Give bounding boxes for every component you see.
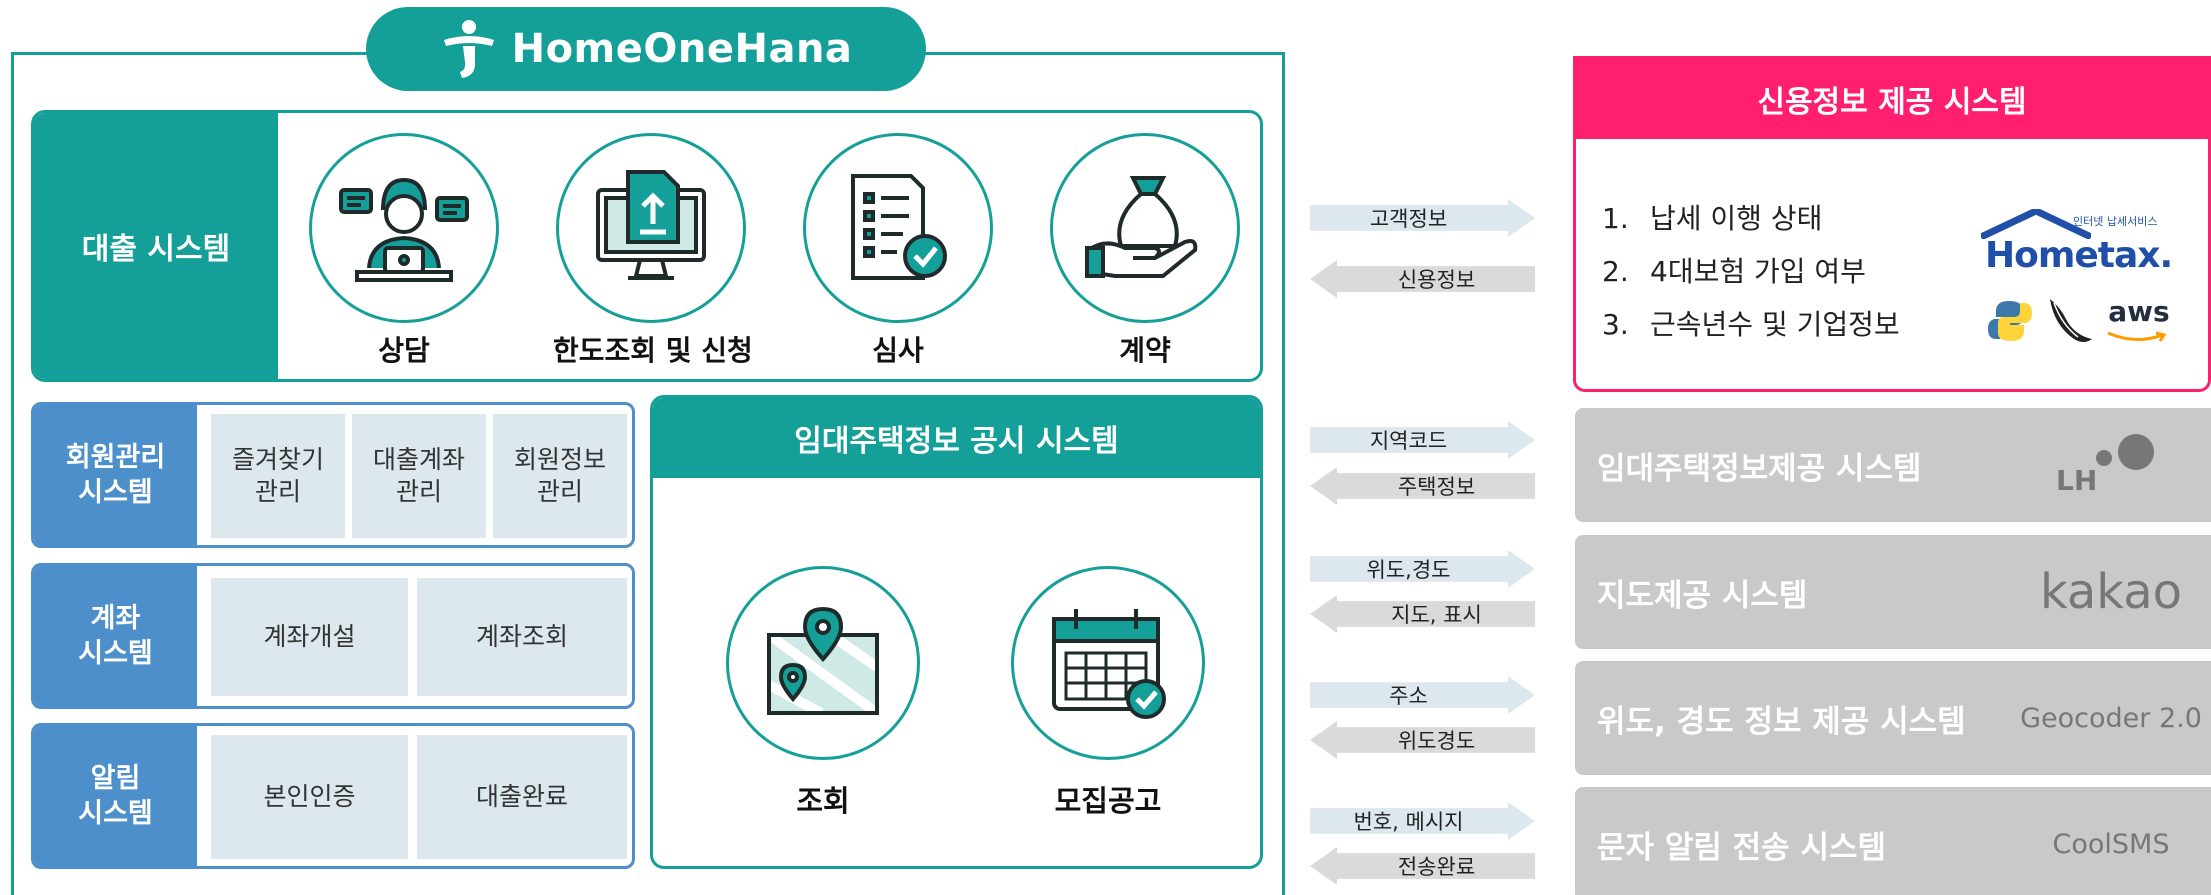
step-contract: 계약 — [1047, 133, 1243, 369]
credit-item-2: 2.4대보험 가입 여부 — [1602, 255, 1866, 288]
sms-system-title: 문자 알림 전송 시스템 — [1597, 829, 1887, 866]
map-pin-icon — [766, 606, 880, 718]
housing-info-system-title: 임대주택정보제공 시스템 — [1597, 450, 1922, 487]
loan-system-title: 대출 시스템 — [34, 113, 278, 379]
alert-system-panel: 알림 시스템 본인인증 대출완료 — [31, 723, 635, 869]
loan-system-panel: 대출 시스템 상담 — [31, 110, 1263, 382]
flow-in-coordinates: 위도경도 — [1310, 721, 1535, 759]
account-system-title: 계좌 시스템 — [34, 566, 197, 706]
flow-out-region-code: 지역코드 — [1310, 421, 1535, 459]
rental-notice-title: 임대주택정보 공시 시스템 — [653, 398, 1260, 478]
member-system-panel: 회원관리 시스템 즐겨찾기 관리 대출계좌 관리 회원정보 관리 — [31, 402, 635, 548]
map-provider-system-title: 지도제공 시스템 — [1597, 577, 1808, 614]
step-review-label: 심사 — [872, 334, 924, 367]
flow-out-lat-lng: 위도,경도 — [1310, 550, 1535, 588]
consultant-icon — [339, 177, 469, 282]
account-system-panel: 계좌 시스템 계좌개설 계좌조회 — [31, 563, 635, 709]
lh-logo: LH — [2011, 408, 2211, 522]
flow-out-customer-info: 고객정보 — [1310, 199, 1535, 237]
step-consult: 상담 — [306, 133, 502, 369]
geocoder-logo: Geocoder 2.0 — [2020, 702, 2202, 734]
rental-notice-panel: 임대주택정보 공시 시스템 조회 — [650, 395, 1263, 869]
member-info-cell: 회원정보 관리 — [493, 414, 627, 538]
step-contract-label: 계약 — [1119, 334, 1171, 367]
coolsms-logo: CoolSMS — [2052, 828, 2170, 860]
account-open-cell: 계좌개설 — [211, 578, 408, 696]
kakao-logo: kakao — [2039, 564, 2183, 620]
step-limit-apply-label: 한도조회 및 신청 — [553, 334, 753, 367]
credit-item-3: 3.근속년수 및 기업정보 — [1602, 308, 1900, 341]
loan-complete-cell: 대출완료 — [417, 735, 627, 859]
map-provider-system: 지도제공 시스템 kakao — [1575, 535, 2211, 649]
credit-info-panel: 신용정보 제공 시스템 1.납세 이행 상태 2.4대보험 가입 여부 3.근속… — [1573, 56, 2211, 392]
flow-in-send-complete: 전송완료 — [1310, 847, 1535, 885]
brand-header: HomeOneHana — [366, 7, 926, 91]
flow-out-number-message: 번호, 메시지 — [1310, 802, 1535, 840]
credit-item-1: 1.납세 이행 상태 — [1602, 202, 1823, 235]
flow-in-map-display: 지도, 표시 — [1310, 595, 1535, 633]
loan-account-cell: 대출계좌 관리 — [352, 414, 486, 538]
sms-system: 문자 알림 전송 시스템 CoolSMS — [1575, 787, 2211, 895]
hometax-logo: 인터넷 납세서비스 Hometax. — [1981, 209, 2173, 289]
account-inquiry-cell: 계좌조회 — [417, 578, 627, 696]
flow-out-address: 주소 — [1310, 676, 1535, 714]
step-limit-apply: 한도조회 및 신청 — [553, 133, 753, 369]
step-consult-label: 상담 — [378, 334, 430, 367]
document-upload-icon — [596, 170, 706, 280]
money-bag-hand-icon — [1085, 176, 1198, 278]
housing-info-system: 임대주택정보제공 시스템 LH — [1575, 408, 2211, 522]
checklist-icon — [851, 174, 947, 280]
flask-icon — [2050, 299, 2092, 342]
flow-in-housing-info: 주택정보 — [1310, 467, 1535, 505]
hometax-roof-icon — [1981, 209, 2091, 239]
rental-recruit-label: 모집공고 — [1054, 784, 1162, 818]
credit-info-title: 신용정보 제공 시스템 — [1576, 59, 2208, 139]
brand-name: HomeOneHana — [511, 26, 853, 72]
alert-system-title: 알림 시스템 — [34, 726, 197, 866]
identity-verify-cell: 본인인증 — [211, 735, 408, 859]
aws-logo: aws — [2104, 295, 2174, 345]
python-icon — [1988, 301, 2032, 341]
geocoder-system: 위도, 경도 정보 제공 시스템 Geocoder 2.0 — [1575, 661, 2211, 775]
rental-inquiry: 조회 — [723, 566, 923, 820]
calendar-check-icon — [1052, 609, 1166, 719]
favorites-cell: 즐겨찾기 관리 — [211, 414, 345, 538]
rental-inquiry-label: 조회 — [796, 784, 850, 818]
member-system-title: 회원관리 시스템 — [34, 405, 197, 545]
hana-logo-icon — [443, 20, 494, 78]
rental-recruit: 모집공고 — [1008, 566, 1208, 820]
geocoder-system-title: 위도, 경도 정보 제공 시스템 — [1597, 703, 1966, 740]
step-review: 심사 — [800, 133, 996, 369]
flow-in-credit-info: 신용정보 — [1310, 260, 1535, 298]
